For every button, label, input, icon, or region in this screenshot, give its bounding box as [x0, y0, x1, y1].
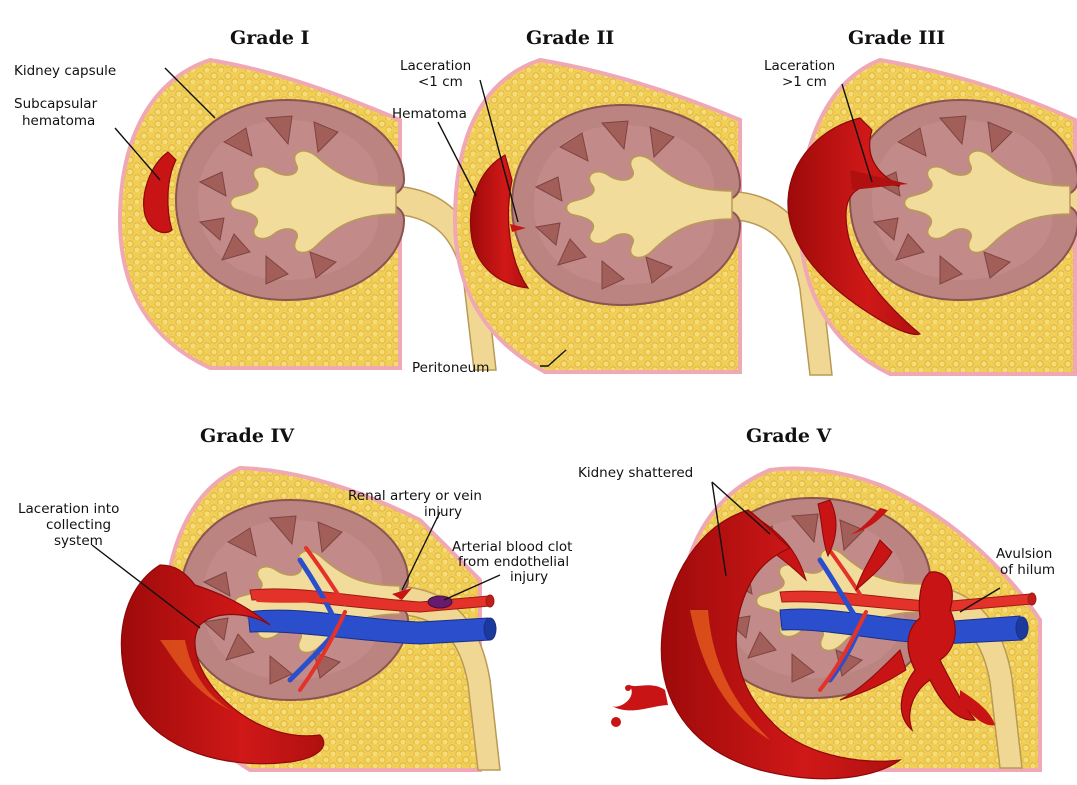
panel-grade-5: Grade V Kidney shattered Avulsion of hil… [578, 425, 1055, 779]
label-collecting-1: Laceration into [18, 501, 119, 517]
label-laceration-2: <1 cm [418, 74, 463, 90]
grade-1-title: Grade I [230, 27, 310, 49]
label-kidney-capsule: Kidney capsule [14, 63, 116, 79]
label-renal-2: injury [424, 504, 462, 520]
grade-3-title: Grade III [848, 27, 945, 49]
label-collecting-2: collecting [46, 517, 111, 533]
panel-grade-4: Grade IV Laceration into collecting syst… [18, 425, 572, 770]
label-kidney-shattered: Kidney shattered [578, 465, 693, 481]
grade-5-title: Grade V [746, 425, 833, 447]
label-clot-1: Arterial blood clot [452, 539, 572, 555]
label-subcapsular-2: hematoma [22, 113, 95, 129]
label-clot-3: injury [510, 569, 548, 585]
kidney [850, 100, 1077, 300]
label-subcapsular-1: Subcapsular [14, 96, 98, 112]
label-avulsion-2: of hilum [1000, 562, 1055, 578]
label-peritoneum: Peritoneum [412, 360, 489, 376]
panel-grade-2: Grade II Laceration <1 cm Hematoma Perit… [392, 27, 832, 376]
kidney [512, 105, 740, 305]
label-renal-1: Renal artery or vein [348, 488, 482, 504]
label-hematoma: Hematoma [392, 106, 467, 122]
label-collecting-3: system [54, 533, 103, 549]
label-clot-2: from endothelial [458, 554, 569, 570]
label-laceration-1: Laceration [764, 58, 835, 74]
label-laceration-2: >1 cm [782, 74, 827, 90]
kidney [176, 100, 404, 300]
grade-2-title: Grade II [526, 27, 614, 49]
label-avulsion-1: Avulsion [996, 546, 1052, 562]
label-laceration-1: Laceration [400, 58, 471, 74]
grade-4-title: Grade IV [200, 425, 295, 447]
